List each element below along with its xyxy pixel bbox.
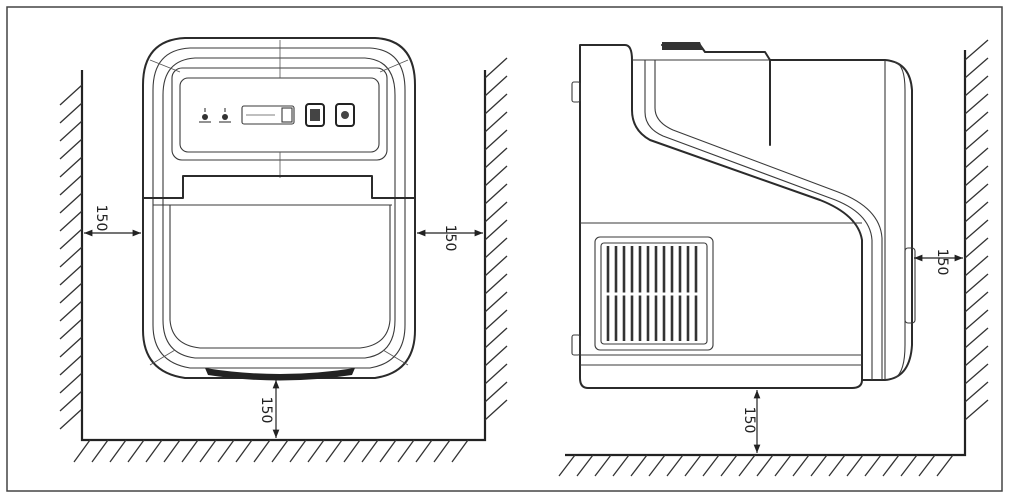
front-left-dimension: 150 — [84, 205, 141, 237]
side-wall-floor — [565, 50, 967, 457]
side-bottom-clearance-label: 150 — [741, 407, 757, 434]
front-bottom-clearance-label: 150 — [258, 397, 274, 424]
side-unit — [571, 42, 916, 389]
display-window — [241, 105, 295, 125]
side-view: 150 150 — [558, 39, 989, 477]
front-view: 150 150 150 — [59, 37, 508, 463]
side-right-wall-hatch — [964, 39, 989, 421]
power-button-icon — [335, 103, 355, 127]
front-right-dimension: 150 — [417, 225, 483, 252]
front-bottom-dimension: 150 — [258, 380, 280, 438]
front-right-wall-hatch — [484, 57, 508, 421]
side-right-dimension: 150 — [914, 249, 963, 276]
power-indicator-icon — [199, 108, 211, 123]
front-right-clearance-label: 150 — [442, 225, 458, 252]
front-left-wall — [59, 70, 487, 442]
side-right-clearance-label: 150 — [934, 249, 950, 276]
side-vent-grille — [594, 236, 714, 351]
front-unit — [142, 37, 416, 381]
ice-full-indicator-icon — [219, 108, 231, 123]
side-floor-hatch — [558, 454, 954, 477]
selection-button-icon — [305, 103, 325, 127]
side-bottom-dimension: 150 — [741, 390, 761, 453]
figure-border — [6, 6, 1003, 492]
front-left-clearance-label: 150 — [93, 205, 109, 232]
front-floor-hatch — [73, 439, 469, 463]
